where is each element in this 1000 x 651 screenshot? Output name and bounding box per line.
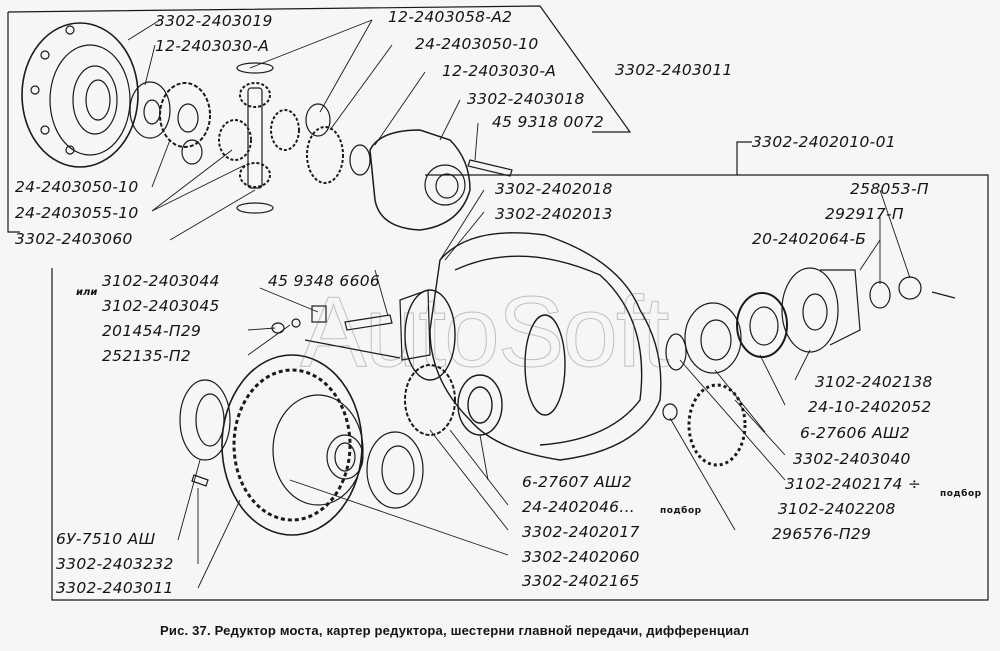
differential-frame-left [7,12,20,233]
differential-spider [218,82,300,189]
or-word: или [76,287,98,298]
part-label: 3302-2402013 [495,205,613,223]
spacer-ring [665,333,687,371]
oil-seal [736,292,788,358]
part-label: 24-2403050-10 [15,178,139,196]
watermark: AutoSoft [300,276,671,389]
washer [869,281,891,309]
part-label: 3102-2402138 [815,373,933,391]
differential-case-right [369,129,471,231]
part-label: 12-2403058-А2 [388,8,513,26]
differential-case-half [21,22,139,168]
part-label: 3302-2403018 [467,90,585,108]
part-label: 3102-2402174 ÷ [785,475,922,493]
part-label: 258053-П [850,180,929,198]
part-label: 201454-П29 [102,322,202,340]
side-gear [159,82,211,148]
drive-pinion [404,364,456,436]
part-label: 24-10-2402052 [808,398,932,416]
part-label: 3102-2403044 [102,272,220,290]
part-label: 24-2403050-10 [415,35,539,53]
selection-note: подбор [660,506,702,516]
part-label: 6-27607 АШ2 [522,473,633,491]
cotter-pin [931,291,956,299]
assembly-label: 3302-2402010-01 [752,133,896,151]
part-label: 3302-2403232 [56,555,174,573]
part-label: 3302-2402060 [522,548,640,566]
part-label: 3302-2402018 [495,180,613,198]
part-label: 45 9318 0072 [492,113,605,131]
part-label: 6У-7510 АШ [56,530,156,548]
castle-nut [898,276,922,300]
part-label: 3302-2402165 [522,572,640,590]
assembly-label: 3302-2403011 [615,61,733,79]
reducer-housing [404,232,662,461]
part-label: 3102-2403045 [102,297,220,315]
thrust-washer [129,81,171,139]
part-label: 3302-2403040 [793,450,911,468]
differential-frame [7,5,632,133]
part-label: 296576-П29 [772,525,872,543]
bearing-right [366,431,424,509]
part-label: 20-2402064-Б [752,230,867,248]
bolt [467,159,513,177]
part-label: 24-2402046... [522,498,636,516]
adjust-nut [687,383,747,467]
part-label: 6-27606 АШ2 [800,424,911,442]
drive-flange [781,267,861,353]
ring-gear [221,354,364,536]
part-label: 3302-2403019 [155,12,273,30]
shim-bracket [399,289,431,361]
part-label: 3302-2402017 [522,523,640,541]
part-label: 252135-П2 [102,347,191,365]
part-label: 12-2403030-А [155,37,270,55]
part-label: 3302-2403060 [15,230,133,248]
outer-bearing [684,302,742,374]
reducer-frame [51,174,989,601]
part-label: 292917-П [825,205,904,223]
part-label: 45 9348 6606 [268,272,381,290]
selection-note: подбор [940,489,982,499]
part-label: 3302-2403011 [56,579,174,597]
figure-caption: Рис. 37. Редуктор моста, картер редуктор… [160,623,750,638]
bearing-left [179,379,231,461]
part-label: 24-2403055-10 [15,204,139,222]
part-label: 3102-2402208 [778,500,896,518]
part-label: 12-2403030-А [442,62,557,80]
